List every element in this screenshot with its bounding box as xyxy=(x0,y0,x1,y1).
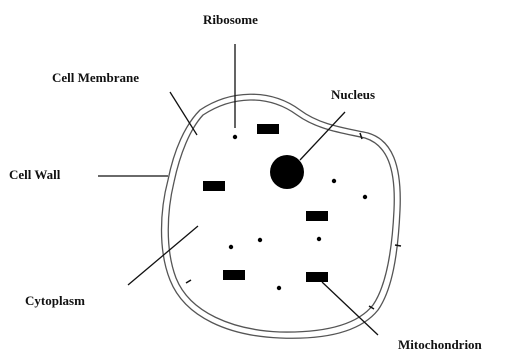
mitochondrion xyxy=(203,181,225,191)
ribosome xyxy=(229,245,233,249)
cell-wall-label: Cell Wall xyxy=(9,167,61,182)
ribosome xyxy=(277,286,281,290)
cytoplasm-leader xyxy=(128,226,198,285)
ribosome-label: Ribosome xyxy=(203,12,258,27)
wall-notch xyxy=(186,280,191,283)
cytoplasm-label: Cytoplasm xyxy=(25,293,85,308)
mitochondrion xyxy=(223,270,245,280)
mitochondrion xyxy=(306,272,328,282)
mitochondrion-label: Mitochondrion xyxy=(398,337,483,352)
mitochondrion xyxy=(257,124,279,134)
ribosome xyxy=(317,237,321,241)
cell-membrane-leader xyxy=(170,92,197,135)
ribosome xyxy=(332,179,336,183)
wall-notch xyxy=(395,245,401,246)
nucleus-label: Nucleus xyxy=(331,87,375,102)
cell-wall-outline xyxy=(162,94,401,338)
mitochondrion xyxy=(306,211,328,221)
nucleus-leader xyxy=(300,112,345,160)
cell-membrane-label: Cell Membrane xyxy=(52,70,139,85)
ribosome xyxy=(363,195,367,199)
ribosome xyxy=(233,135,237,139)
wall-notch xyxy=(360,133,362,139)
ribosome xyxy=(258,238,262,242)
nucleus xyxy=(270,155,304,189)
